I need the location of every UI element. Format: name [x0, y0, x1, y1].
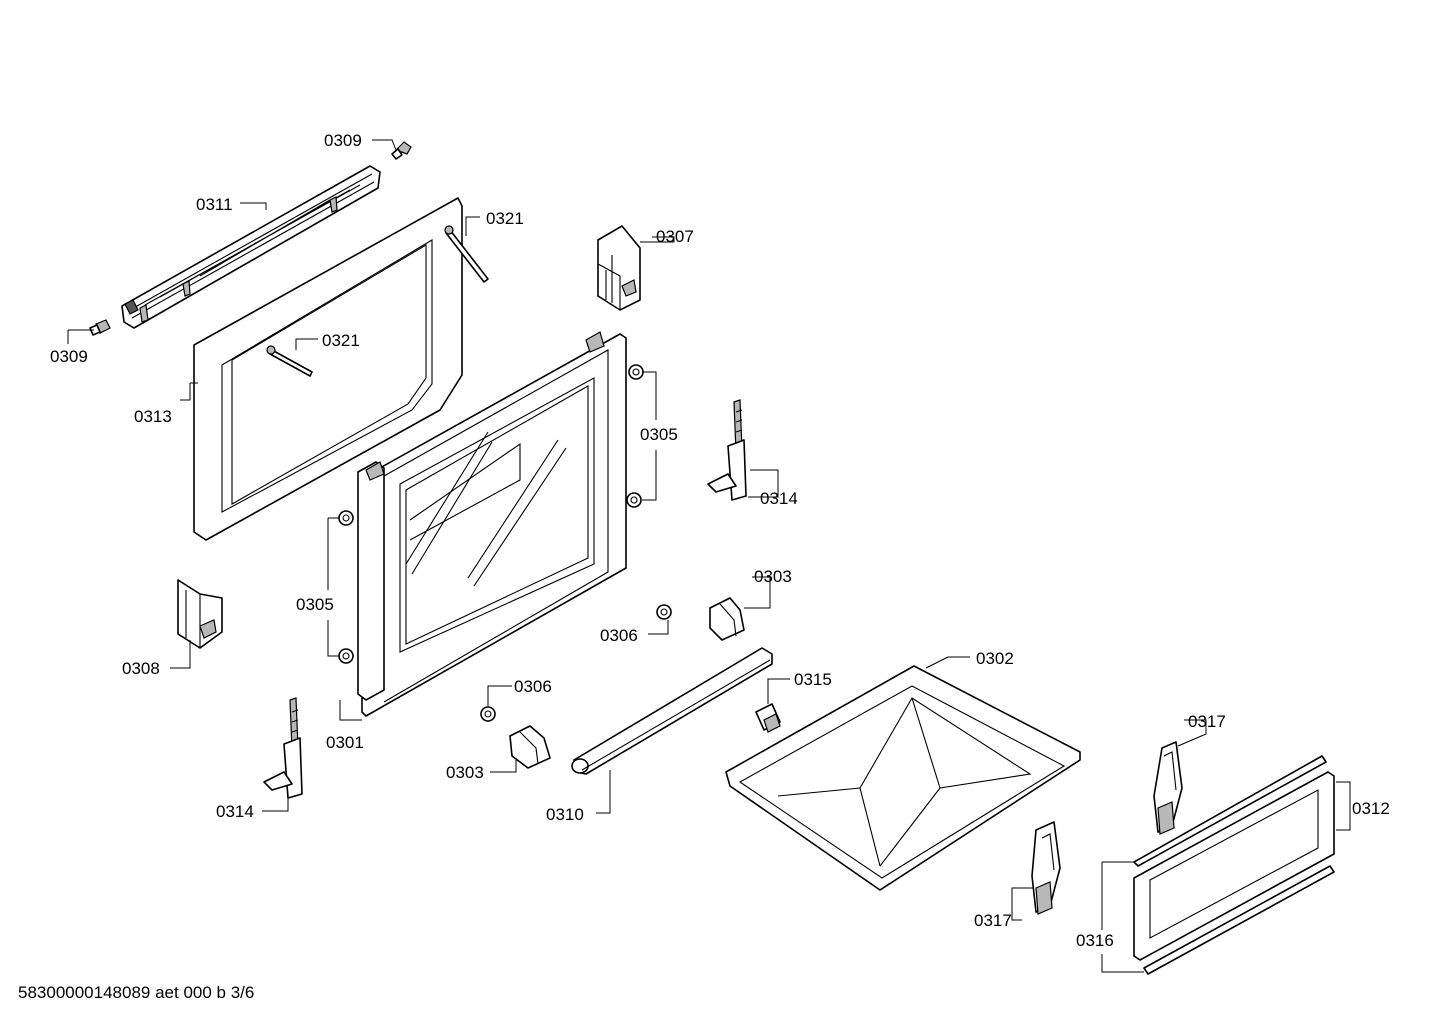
leader-lines — [67, 139, 1351, 973]
part-0305-bushing-4 — [338, 648, 354, 664]
part-0303-handle-end-2 — [509, 725, 551, 769]
part-0317-slider-b — [1031, 821, 1061, 915]
part-0309-screw-top — [391, 141, 412, 160]
label-0307: 0307 — [656, 227, 694, 246]
label-0303-top: 0303 — [754, 567, 792, 586]
part-0308-bracket — [177, 579, 223, 649]
label-0301: 0301 — [326, 733, 364, 752]
part-0312-front-panel — [1133, 771, 1335, 961]
label-0302: 0302 — [976, 649, 1014, 668]
label-0313: 0313 — [134, 407, 172, 426]
part-0306-grommet-2 — [480, 706, 496, 722]
part-0314-hinge-right — [707, 399, 747, 501]
label-0305-right: 0305 — [640, 425, 678, 444]
label-0308: 0308 — [122, 659, 160, 678]
label-0309-bottom: 0309 — [50, 347, 88, 366]
part-0317-slider-a — [1153, 741, 1183, 835]
part-0306-grommet-1 — [656, 604, 672, 620]
part-0305-bushing-3 — [338, 510, 354, 526]
label-0317-top: 0317 — [1188, 712, 1226, 731]
part-0310-handle-bar — [571, 647, 773, 775]
part-0301-outer-door — [357, 331, 627, 717]
label-0306-top: 0306 — [600, 626, 638, 645]
label-0309-top: 0309 — [324, 131, 362, 150]
label-0311: 0311 — [196, 195, 233, 214]
label-0306-bottom: 0306 — [514, 677, 552, 696]
part-0307-bracket — [597, 225, 641, 311]
part-0309-screw-bottom — [89, 319, 111, 336]
label-0314-left: 0314 — [216, 802, 254, 821]
label-0312: 0312 — [1352, 799, 1390, 818]
label-0314-right: 0314 — [760, 489, 798, 508]
part-0311-top-rail — [121, 165, 381, 329]
label-0305-left: 0305 — [296, 595, 334, 614]
label-0315: 0315 — [794, 670, 832, 689]
label-0317-bottom: 0317 — [974, 911, 1012, 930]
part-0313-inner-panel — [193, 197, 463, 541]
part-0315-clip — [755, 703, 781, 733]
label-0321-top: 0321 — [486, 209, 524, 228]
footer-document-id: 58300000148089 aet 000 b 3/6 — [18, 983, 254, 1002]
part-0305-bushing-1 — [628, 364, 644, 380]
part-0314-hinge-left — [263, 697, 303, 799]
callout-labels: 0309 0311 0321 0307 0309 0321 0313 0305 … — [50, 131, 1390, 950]
part-0316-strip-top — [1133, 755, 1327, 867]
part-0321-pin-b — [266, 345, 313, 377]
part-0321-pin-a — [444, 225, 489, 283]
part-0302-tray — [725, 665, 1081, 891]
label-0316: 0316 — [1076, 931, 1114, 950]
part-0305-bushing-2 — [626, 492, 642, 508]
part-0316-strip-bottom — [1143, 865, 1335, 975]
label-0321-middle: 0321 — [322, 331, 360, 350]
label-0303-bottom: 0303 — [446, 763, 484, 782]
label-0310: 0310 — [546, 805, 584, 824]
part-0303-handle-end-1 — [709, 597, 745, 641]
